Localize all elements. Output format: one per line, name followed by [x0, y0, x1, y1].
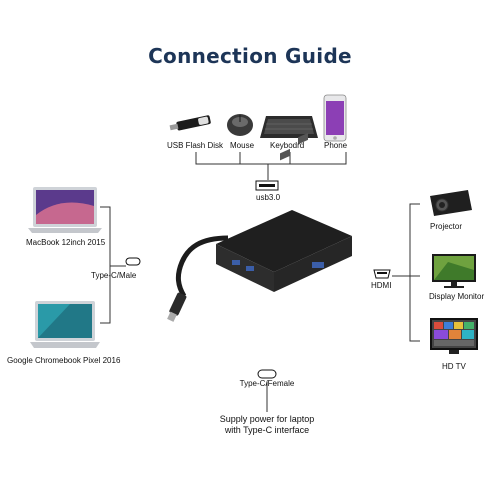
projector-icon [430, 190, 472, 216]
usbc-port-icon [125, 257, 141, 266]
hdmi-label: HDMI [371, 281, 392, 290]
monitor-icon [432, 254, 476, 288]
hdmi-port-icon [373, 269, 391, 279]
hd-tv-label: HD TV [442, 362, 466, 371]
chromebook-icon [30, 301, 100, 348]
top-bracket-line [195, 152, 347, 165]
mouse-label: Mouse [230, 141, 255, 150]
type-c-male-label: Type-C/Male [91, 271, 137, 280]
keyboard-label: Keybodrd [270, 141, 305, 150]
page-title: Connection Guide [148, 44, 352, 68]
projector-label: Projector [430, 222, 463, 231]
usb-port-icon [255, 180, 279, 191]
phone-icon [323, 94, 347, 142]
usbc-female-port-icon [257, 369, 277, 379]
laptop-icon [28, 187, 102, 233]
display-monitor-label: Display Monitor [429, 292, 485, 301]
type-c-female-label: Type-C/Female [239, 379, 295, 388]
usb-flash-disk-label: USB Flash Disk [167, 141, 224, 150]
usb-port-label: usb3.0 [256, 193, 281, 202]
right-bracket-line [409, 203, 420, 342]
usb-flash-disk-icon [169, 115, 211, 131]
chromebook-label: Google Chromebook Pixel 2016 [7, 356, 121, 365]
supply-power-note-line-2: with Type-C interface [224, 425, 310, 435]
supply-power-note-line-1: Supply power for laptop [219, 414, 315, 424]
phone-label: Phone [324, 141, 348, 150]
keyboard-icon [260, 116, 318, 138]
hub-device-icon [167, 132, 352, 322]
mouse-icon [227, 114, 253, 136]
macbook-label: MacBook 12inch 2015 [26, 238, 106, 247]
tv-icon [430, 318, 478, 354]
left-bracket-line [100, 206, 111, 324]
